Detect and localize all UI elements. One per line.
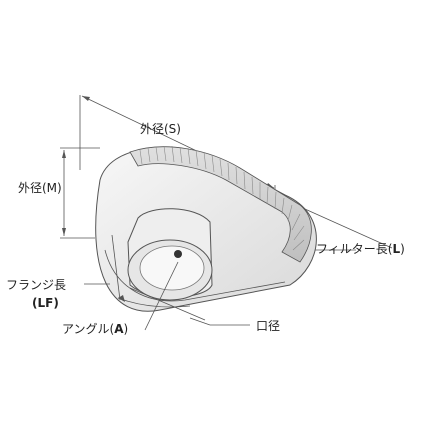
label-filter-length: フィルター長(L) bbox=[316, 243, 405, 255]
label-flange-length: フランジ長 bbox=[6, 278, 67, 292]
angle-text: アングル( bbox=[62, 322, 115, 336]
label-outer-diameter-m: 外径(M) bbox=[18, 181, 62, 195]
flange-neck bbox=[127, 208, 213, 301]
pleat-ribs bbox=[139, 145, 305, 251]
outer-diameter-m-dimension bbox=[60, 147, 100, 239]
label-angle: アングル(A) bbox=[62, 323, 128, 335]
fitting-nub bbox=[174, 250, 182, 258]
label-flange-length-symbol: (LF) bbox=[32, 296, 59, 310]
filter-length-symbol: L bbox=[392, 242, 401, 256]
angle-symbol: A bbox=[114, 322, 124, 336]
angle-close: ) bbox=[123, 322, 129, 336]
filter-length-dimension bbox=[295, 204, 393, 251]
label-bore: 口径 bbox=[256, 319, 281, 333]
filter-length-text: フィルター長( bbox=[316, 242, 393, 256]
label-outer-diameter-s: 外径(S) bbox=[140, 122, 181, 136]
filter-length-close: ) bbox=[400, 242, 405, 256]
leader-lines bbox=[84, 234, 250, 331]
